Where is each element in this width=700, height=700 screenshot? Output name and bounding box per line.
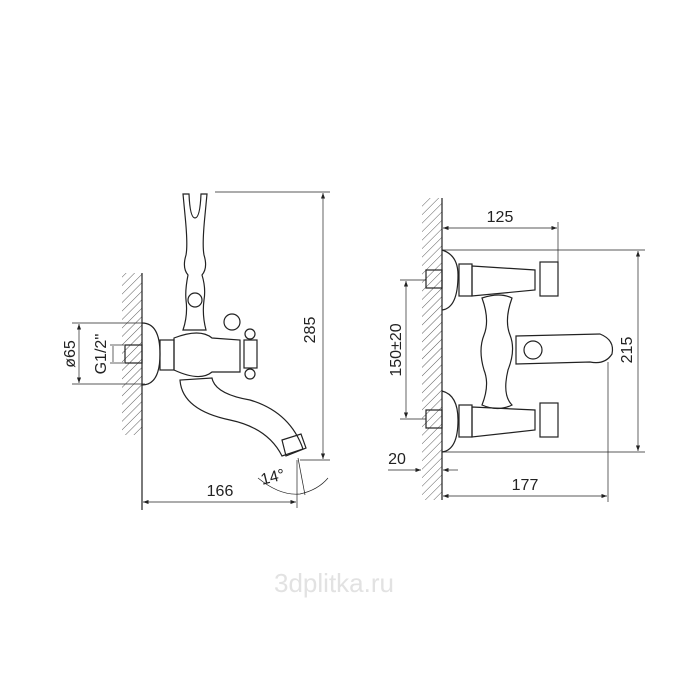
flange-top bbox=[441, 249, 459, 311]
flange-bottom bbox=[441, 390, 459, 453]
dim-label-166: 166 bbox=[207, 483, 234, 500]
wall-hatch bbox=[122, 273, 142, 435]
valve-bottom bbox=[471, 406, 536, 438]
wall-hatch bbox=[422, 198, 442, 500]
handle-cross bbox=[243, 339, 258, 369]
angle-line bbox=[297, 457, 306, 496]
dim-label-14deg: 14° bbox=[259, 466, 287, 488]
nut-bottom bbox=[458, 404, 473, 438]
flange bbox=[141, 322, 161, 386]
shower-holder bbox=[182, 193, 208, 331]
nut bbox=[159, 339, 175, 371]
handle-knob-top bbox=[244, 328, 256, 340]
dim-label-285: 285 bbox=[302, 317, 319, 344]
dim-label-thread: G1/2'' bbox=[93, 334, 110, 375]
lever-ring bbox=[523, 340, 543, 360]
lever-knob bbox=[223, 313, 241, 331]
center-column bbox=[480, 294, 514, 410]
dim-label-20: 20 bbox=[388, 451, 406, 468]
thread-nipple bbox=[124, 344, 143, 364]
watermark: 3dplitka.ru bbox=[274, 568, 394, 598]
angle-arc bbox=[257, 477, 329, 495]
diverter-lever bbox=[515, 333, 614, 365]
thread-nipple-top bbox=[425, 269, 443, 289]
handle-knob-bottom bbox=[244, 368, 256, 380]
dim-label-177: 177 bbox=[512, 477, 539, 494]
handle-bottom bbox=[539, 402, 559, 438]
front-view: 125 215 150±20 20 177 bbox=[388, 198, 645, 502]
dim-label-125: 125 bbox=[487, 209, 514, 226]
dim-label-215: 215 bbox=[619, 337, 636, 364]
spout bbox=[179, 377, 304, 457]
valve-body bbox=[173, 332, 241, 378]
valve-top bbox=[471, 265, 536, 297]
nut-top bbox=[458, 263, 473, 297]
side-view: 285 166 14° ø65 G1/2'' bbox=[62, 191, 330, 510]
handle-top bbox=[539, 261, 559, 297]
dim-label-o65: ø65 bbox=[62, 340, 79, 368]
dim-label-150: 150±20 bbox=[388, 323, 405, 376]
holder-ring bbox=[187, 292, 203, 308]
aerator bbox=[281, 433, 307, 457]
